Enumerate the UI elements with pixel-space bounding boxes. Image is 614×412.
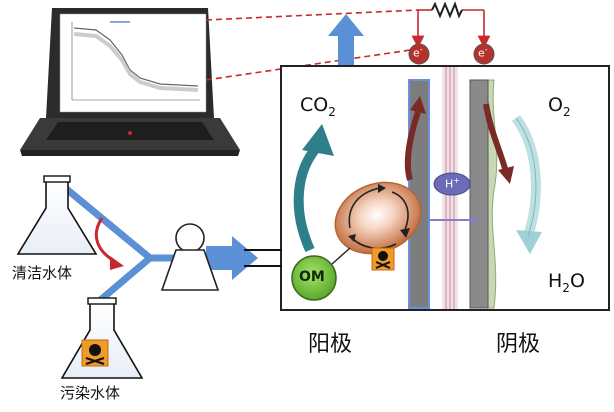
resistor-icon: [431, 1, 463, 19]
co2-release-arrow: [293, 142, 322, 253]
electron-flow-cathode-arrow: [483, 103, 509, 173]
electron-badge-cathode: [473, 43, 495, 65]
proton-badge: [433, 172, 471, 196]
polluted-water-flask: [60, 297, 144, 379]
o2-label: O2: [548, 94, 571, 119]
cathode-label: 阴极: [496, 332, 541, 357]
electron-label-cathode: e-: [478, 45, 488, 60]
data-link-lines: [205, 9, 425, 81]
pump-reactor-connector: [244, 249, 282, 267]
h2o-label: H2O: [548, 270, 585, 295]
anode-label: 阳极: [308, 332, 353, 357]
electron-label-anode: e-: [413, 45, 423, 60]
co2-label: CO2: [300, 94, 336, 119]
electron-badge-anode: [408, 43, 430, 65]
proton-label: H+: [445, 176, 460, 191]
laptop-icon: [20, 8, 240, 156]
polluted-water-label: 污染水体: [60, 384, 121, 402]
external-circuit: [411, 9, 491, 49]
om-label: OM: [299, 269, 325, 285]
clean-water-label: 清洁水体: [12, 264, 73, 282]
pump-icon: [160, 223, 220, 291]
clean-water-flask: [16, 175, 98, 255]
inflow-arrow: [206, 236, 258, 280]
electron-flow-anode-arrow: [404, 111, 421, 181]
organic-matter-circle: [291, 255, 337, 301]
outlet-arrow: [328, 14, 364, 66]
skull-crossbones-icon: [371, 247, 395, 271]
